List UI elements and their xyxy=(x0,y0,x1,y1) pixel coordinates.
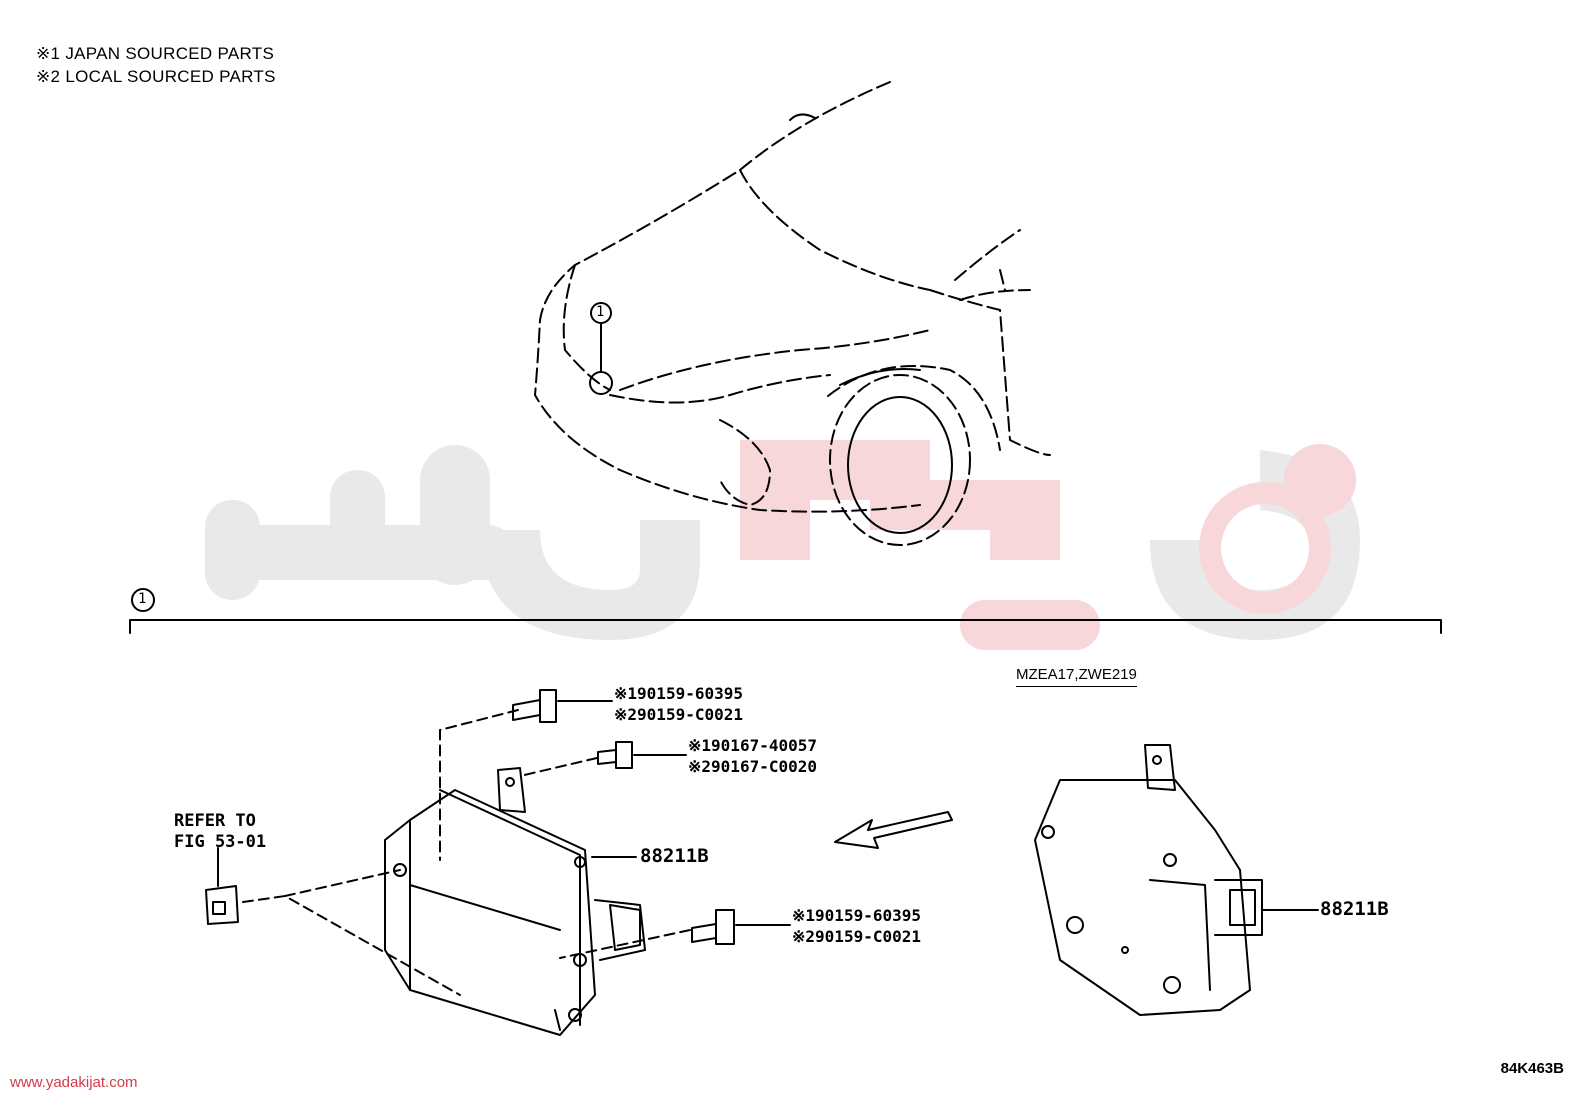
clip-part xyxy=(205,885,239,925)
direction-arrow xyxy=(834,811,953,849)
figure-code: 84K463B xyxy=(1500,1060,1564,1077)
part-number-local: ※290167-C0020 xyxy=(688,757,817,776)
bolt-top xyxy=(512,689,557,723)
note-local-sourced: ※2 LOCAL SOURCED PARTS xyxy=(36,67,276,86)
part-label-sensor-left: 88211B xyxy=(640,845,709,867)
part-number-local: ※290159-C0021 xyxy=(614,705,743,724)
refer-line1: REFER TO xyxy=(174,811,256,831)
part-number-local: ※290159-C0021 xyxy=(792,927,921,946)
part-number-japan: ※190167-40057 xyxy=(688,736,817,755)
refer-label: REFER TO FIG 53-01 xyxy=(174,811,266,853)
part-number-japan: ※190159-60395 xyxy=(614,684,743,703)
part-label-bolt-top: ※190159-60395 ※290159-C0021 xyxy=(614,683,743,725)
mirror-outline xyxy=(789,113,816,121)
bolt-mid xyxy=(597,741,633,769)
sensor-location-mark xyxy=(589,371,613,395)
bolt-low xyxy=(691,909,735,945)
assembly-dashed-leaders xyxy=(242,709,691,996)
refer-line2: FIG 53-01 xyxy=(174,832,267,852)
callout-circle xyxy=(590,302,612,324)
part-number-japan: ※190159-60395 xyxy=(792,906,921,925)
callout-number: 1 xyxy=(596,304,605,320)
car-front-outline xyxy=(534,81,1051,513)
front-wheel xyxy=(829,368,971,546)
sensor-left-drawing xyxy=(384,767,646,1036)
note-japan-sourced: ※1 JAPAN SOURCED PARTS xyxy=(36,44,275,63)
sensor-right-drawing xyxy=(1034,744,1263,1016)
section-bracket xyxy=(129,619,1442,634)
model-code: MZEA17,ZWE219 xyxy=(1016,666,1137,687)
section-marker-circle xyxy=(131,588,155,612)
section-marker-number: 1 xyxy=(138,591,147,607)
part-label-sensor-right: 88211B xyxy=(1320,898,1389,920)
part-label-bolt-mid: ※190167-40057 ※290167-C0020 xyxy=(688,735,817,777)
part-label-bolt-low: ※190159-60395 ※290159-C0021 xyxy=(792,905,921,947)
watermark-site: www.yadakijat.com xyxy=(10,1074,138,1091)
